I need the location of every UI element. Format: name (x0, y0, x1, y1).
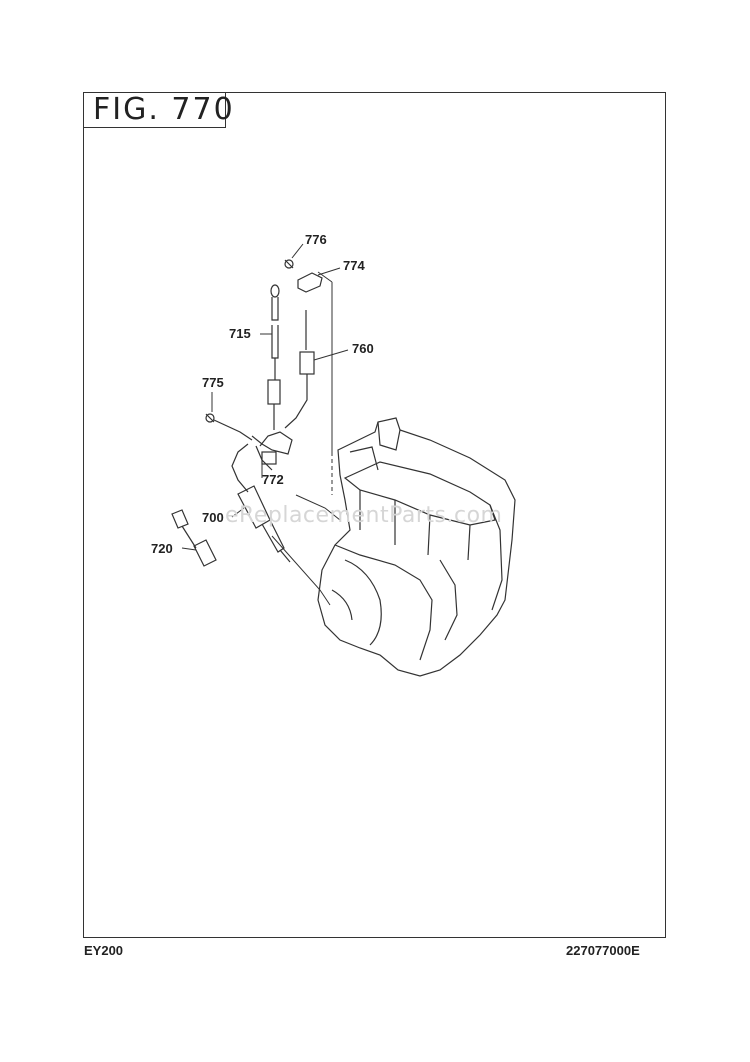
switch-760-part (284, 310, 315, 429)
callout-772: 772 (262, 472, 284, 487)
watermark-text: eReplacementParts.com (225, 503, 503, 528)
callout-leaders (181, 243, 349, 551)
figure-frame (83, 92, 666, 938)
footer-model: EY200 (84, 943, 124, 958)
leader-lines (271, 271, 341, 606)
callout-720: 720 (151, 541, 173, 556)
figure-title: FIG. 770 (93, 92, 235, 127)
callout-700: 700 (202, 510, 224, 525)
figure-title-box (83, 92, 226, 128)
callout-774: 774 (343, 258, 365, 273)
callout-715: 715 (229, 326, 251, 341)
wire-harness-part (213, 419, 293, 493)
bolt-775-part (205, 413, 215, 423)
connector-720-part (171, 509, 217, 567)
callout-775: 775 (202, 375, 224, 390)
footer-code: 227077000E (566, 943, 640, 958)
callout-776: 776 (305, 232, 327, 247)
plug-cap-715-part (267, 284, 281, 430)
bolt-776-part (284, 259, 294, 269)
callout-760: 760 (352, 341, 374, 356)
ignition-coil-700-part (237, 485, 291, 563)
terminal-774-part (297, 272, 323, 293)
engine-illustration (317, 417, 516, 677)
